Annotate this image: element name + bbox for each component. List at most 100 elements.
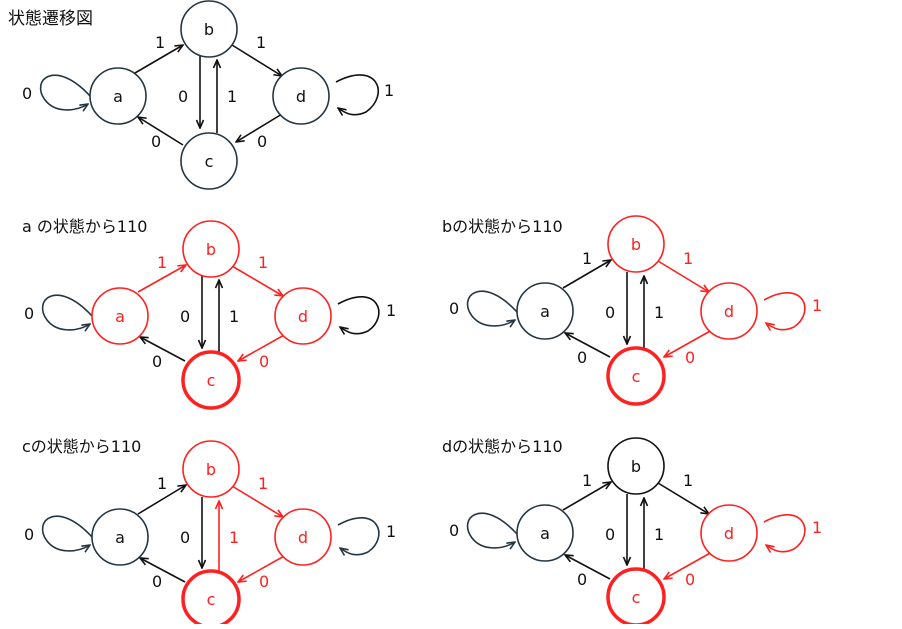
edge-a-a	[39, 74, 91, 110]
edge-label-a-b: 1	[157, 474, 167, 493]
edge-b-d	[657, 482, 709, 514]
edge-label-a-a: 0	[24, 304, 34, 323]
edge-label-b-c: 0	[180, 307, 190, 326]
state-node-d	[700, 282, 758, 340]
edge-a-b	[137, 265, 186, 293]
edge-b-d	[231, 485, 283, 517]
state-node-b	[607, 437, 665, 495]
edge-label-c-b: 1	[227, 87, 237, 106]
edge-d-c	[236, 113, 283, 142]
edge-a-b	[562, 260, 611, 289]
edge-label-b-c: 0	[180, 528, 190, 547]
edge-c-a	[565, 333, 611, 358]
edge-label-a-a: 0	[449, 521, 459, 540]
diagram-from-b: bの状態から110 a b c d 1 1 0 1 0 0 0 1	[442, 215, 822, 406]
edge-label-d-d: 1	[386, 522, 396, 541]
edge-label-c-b: 1	[654, 525, 664, 544]
edge-label-d-d: 1	[812, 296, 822, 315]
state-node-a	[89, 67, 147, 125]
state-label-b: b	[206, 240, 216, 259]
state-node-d	[272, 67, 330, 125]
edge-label-b-d: 1	[258, 474, 268, 493]
state-node-c	[606, 346, 666, 406]
state-label-d: d	[296, 87, 306, 106]
edge-a-b	[134, 45, 183, 74]
state-label-a: a	[540, 302, 550, 321]
edge-d-d	[335, 74, 379, 115]
edge-d-d	[763, 292, 806, 330]
edge-label-b-d: 1	[256, 33, 266, 52]
state-label-b: b	[631, 235, 641, 254]
edge-label-b-c: 0	[605, 303, 615, 322]
edge-label-a-a: 0	[449, 299, 459, 318]
edge-label-a-a: 0	[22, 84, 32, 103]
edge-label-d-d: 1	[386, 301, 396, 320]
page-title: 状態遷移図	[8, 9, 93, 29]
edge-a-b	[562, 482, 611, 511]
state-label-c: c	[207, 371, 216, 390]
state-node-a	[516, 282, 574, 340]
edge-b-d	[231, 44, 282, 76]
state-node-b	[182, 440, 240, 498]
state-node-b	[607, 215, 665, 273]
edge-label-d-c: 0	[259, 352, 269, 371]
state-node-d	[700, 504, 758, 562]
diagram-caption: a の状態から110	[22, 217, 147, 236]
state-label-d: d	[724, 524, 734, 543]
edge-label-d-d: 1	[384, 81, 394, 100]
state-label-c: c	[632, 588, 641, 607]
edge-label-c-b: 1	[229, 307, 239, 326]
diagram-main: a b c d 1 1 0 1 0 0 0 1	[22, 0, 394, 190]
edge-d-d	[337, 517, 380, 555]
edge-label-d-d: 1	[812, 518, 822, 537]
state-label-a: a	[115, 307, 125, 326]
state-node-b	[180, 0, 238, 58]
state-label-c: c	[207, 590, 216, 609]
diagram-from-d: dの状態から110 a b c d 1 1 0 1 0 0 0 1	[442, 437, 822, 627]
edge-label-d-c: 0	[257, 132, 267, 151]
edge-label-d-c: 0	[685, 348, 695, 367]
edge-b-d	[231, 265, 283, 296]
edge-label-c-b: 1	[654, 303, 664, 322]
edge-c-a	[140, 558, 186, 583]
state-node-c	[181, 350, 241, 410]
state-node-b	[182, 220, 240, 278]
edge-a-a	[41, 515, 93, 551]
state-label-a: a	[113, 87, 123, 106]
diagram-caption: cの状態から110	[22, 437, 141, 456]
state-label-b: b	[204, 20, 214, 39]
edge-c-a	[138, 117, 184, 146]
state-node-a	[91, 508, 149, 566]
state-label-c: c	[205, 152, 214, 171]
edge-label-b-c: 0	[178, 87, 188, 106]
edge-label-c-a: 0	[152, 572, 162, 591]
edge-label-c-a: 0	[577, 348, 587, 367]
edge-a-b	[137, 485, 186, 515]
state-label-a: a	[115, 528, 125, 547]
edge-label-d-c: 0	[685, 570, 695, 589]
edge-d-c	[238, 333, 287, 361]
edge-d-c	[238, 554, 287, 582]
state-node-d	[274, 508, 332, 566]
edge-c-a	[565, 555, 611, 580]
state-node-c	[180, 132, 238, 190]
edge-label-a-b: 1	[582, 471, 592, 490]
state-node-a	[516, 504, 574, 562]
edge-label-b-d: 1	[683, 249, 693, 268]
diagram-caption: dの状態から110	[442, 437, 563, 456]
state-node-a	[91, 287, 149, 345]
edge-label-c-b: 1	[229, 528, 239, 547]
edge-label-c-a: 0	[577, 570, 587, 589]
edge-label-d-c: 0	[259, 572, 269, 591]
edge-b-d	[657, 260, 709, 292]
edge-label-a-b: 1	[582, 249, 592, 268]
state-label-d: d	[724, 302, 734, 321]
state-label-d: d	[298, 528, 308, 547]
edge-label-a-b: 1	[157, 253, 167, 272]
state-label-d: d	[298, 307, 308, 326]
state-label-b: b	[631, 457, 641, 476]
edge-label-a-b: 1	[155, 33, 165, 52]
state-label-a: a	[540, 524, 550, 543]
state-node-d	[274, 287, 332, 345]
